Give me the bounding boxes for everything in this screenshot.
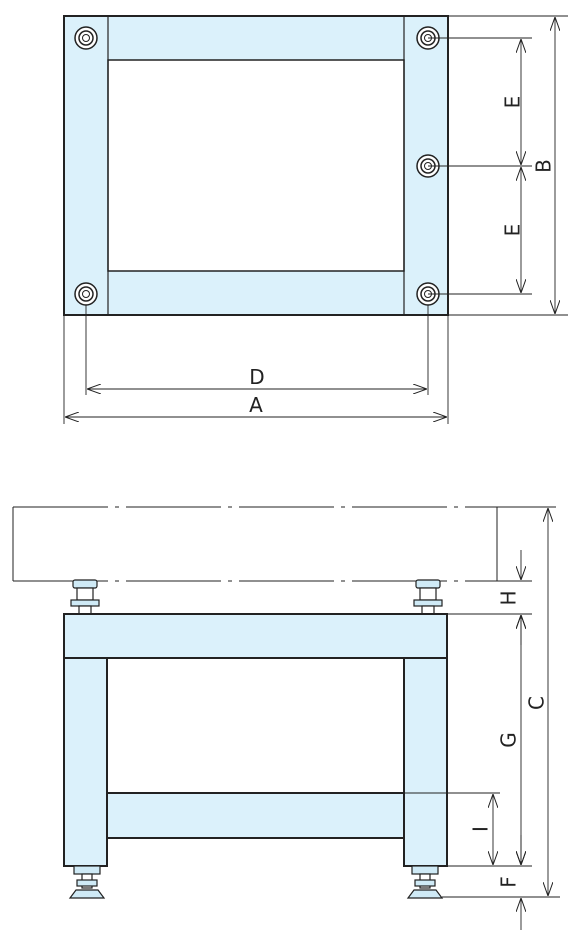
label-e-lower: E: [501, 224, 525, 237]
top-view: E E B D A: [63, 15, 568, 424]
label-e-upper: E: [501, 96, 525, 109]
label-i: I: [469, 826, 493, 832]
bolt-hole-top-left: [74, 26, 98, 50]
side-left-post: [63, 657, 108, 867]
leveler-foot-left: [68, 865, 106, 899]
bolt-hole-bottom-left: [74, 282, 98, 306]
leveler-top-right: [413, 579, 443, 615]
side-top-beam: [63, 613, 448, 659]
label-f: F: [497, 876, 521, 888]
leveler-foot-right: [406, 865, 444, 899]
top-frame-opening: [107, 59, 405, 272]
side-right-post: [403, 657, 448, 867]
label-g: G: [497, 732, 521, 748]
side-lower-beam: [106, 792, 405, 839]
label-d: D: [249, 365, 264, 389]
leveler-top-left: [70, 579, 100, 615]
side-view: H G C I F: [12, 506, 560, 930]
label-a: A: [249, 393, 263, 417]
label-h: H: [497, 590, 521, 605]
label-c: C: [525, 696, 549, 710]
tabletop-phantom: [12, 506, 498, 582]
label-b: B: [532, 159, 556, 173]
